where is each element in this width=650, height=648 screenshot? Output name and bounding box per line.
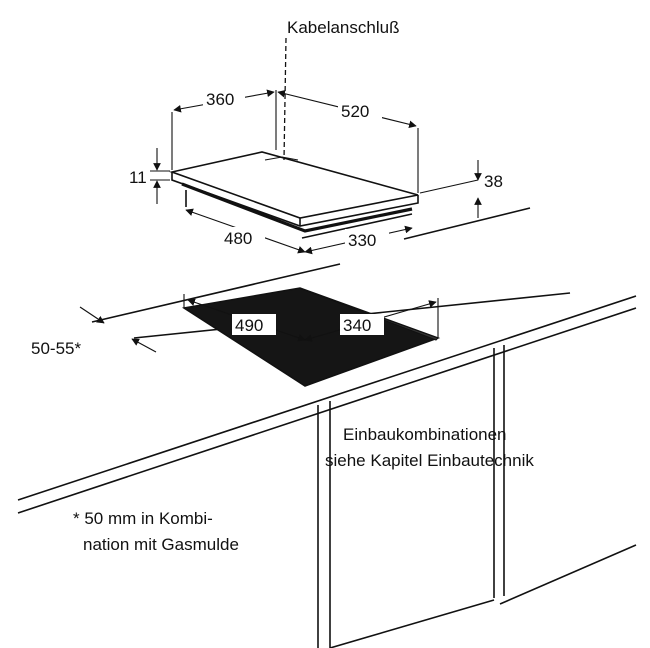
hob-base-edge bbox=[181, 182, 413, 233]
cabinet-bottom bbox=[499, 544, 637, 605]
dim-11-label: 11 bbox=[129, 168, 147, 187]
installation-note-line-2: siehe Kapitel Einbautechnik bbox=[325, 451, 534, 470]
dim-480-label: 480 bbox=[224, 229, 252, 248]
cutout-opening bbox=[181, 287, 441, 387]
cabinet-bottom-left bbox=[329, 599, 495, 648]
dim-330-label: 330 bbox=[348, 231, 376, 250]
footnote-line-1: * 50 mm in Kombi- bbox=[73, 509, 213, 528]
dim-38-label: 38 bbox=[484, 172, 503, 191]
worktop-front-edge bbox=[17, 295, 637, 501]
dim-50-55-arrow-top bbox=[79, 306, 105, 324]
dim-340-label: 340 bbox=[343, 316, 371, 335]
hob-cable-mark bbox=[264, 156, 299, 161]
cable-connection-label: Kabelanschluß bbox=[287, 18, 399, 37]
dimension-38: 38 bbox=[419, 160, 503, 218]
hob-top-surface bbox=[169, 151, 419, 219]
dimension-front-distance: 50-55* bbox=[31, 306, 157, 358]
dim-360-label: 360 bbox=[206, 90, 234, 109]
worktop-rear-edge-right bbox=[403, 207, 531, 240]
hob bbox=[169, 151, 419, 239]
cutout: 490 340 bbox=[181, 287, 441, 387]
dimension-11: 11 bbox=[129, 148, 170, 204]
footnote-line-2: nation mit Gasmulde bbox=[83, 535, 239, 554]
installation-note-line-1: Einbaukombinationen bbox=[343, 425, 507, 444]
cable-connection-line bbox=[283, 37, 287, 161]
dimension-base: 480 330 bbox=[185, 208, 413, 255]
dim-490-label: 490 bbox=[235, 316, 263, 335]
worktop-front-edge-lower bbox=[17, 307, 637, 514]
dim-50-55-label: 50-55* bbox=[31, 339, 81, 358]
worktop-rear-edge-left bbox=[91, 263, 341, 323]
dim-50-55-arrow-bottom bbox=[131, 338, 157, 353]
dim-520-label: 520 bbox=[341, 102, 369, 121]
dim-38-ext-top bbox=[419, 179, 479, 194]
dimension-top: 360 520 bbox=[171, 88, 419, 193]
cabinet bbox=[317, 345, 637, 648]
